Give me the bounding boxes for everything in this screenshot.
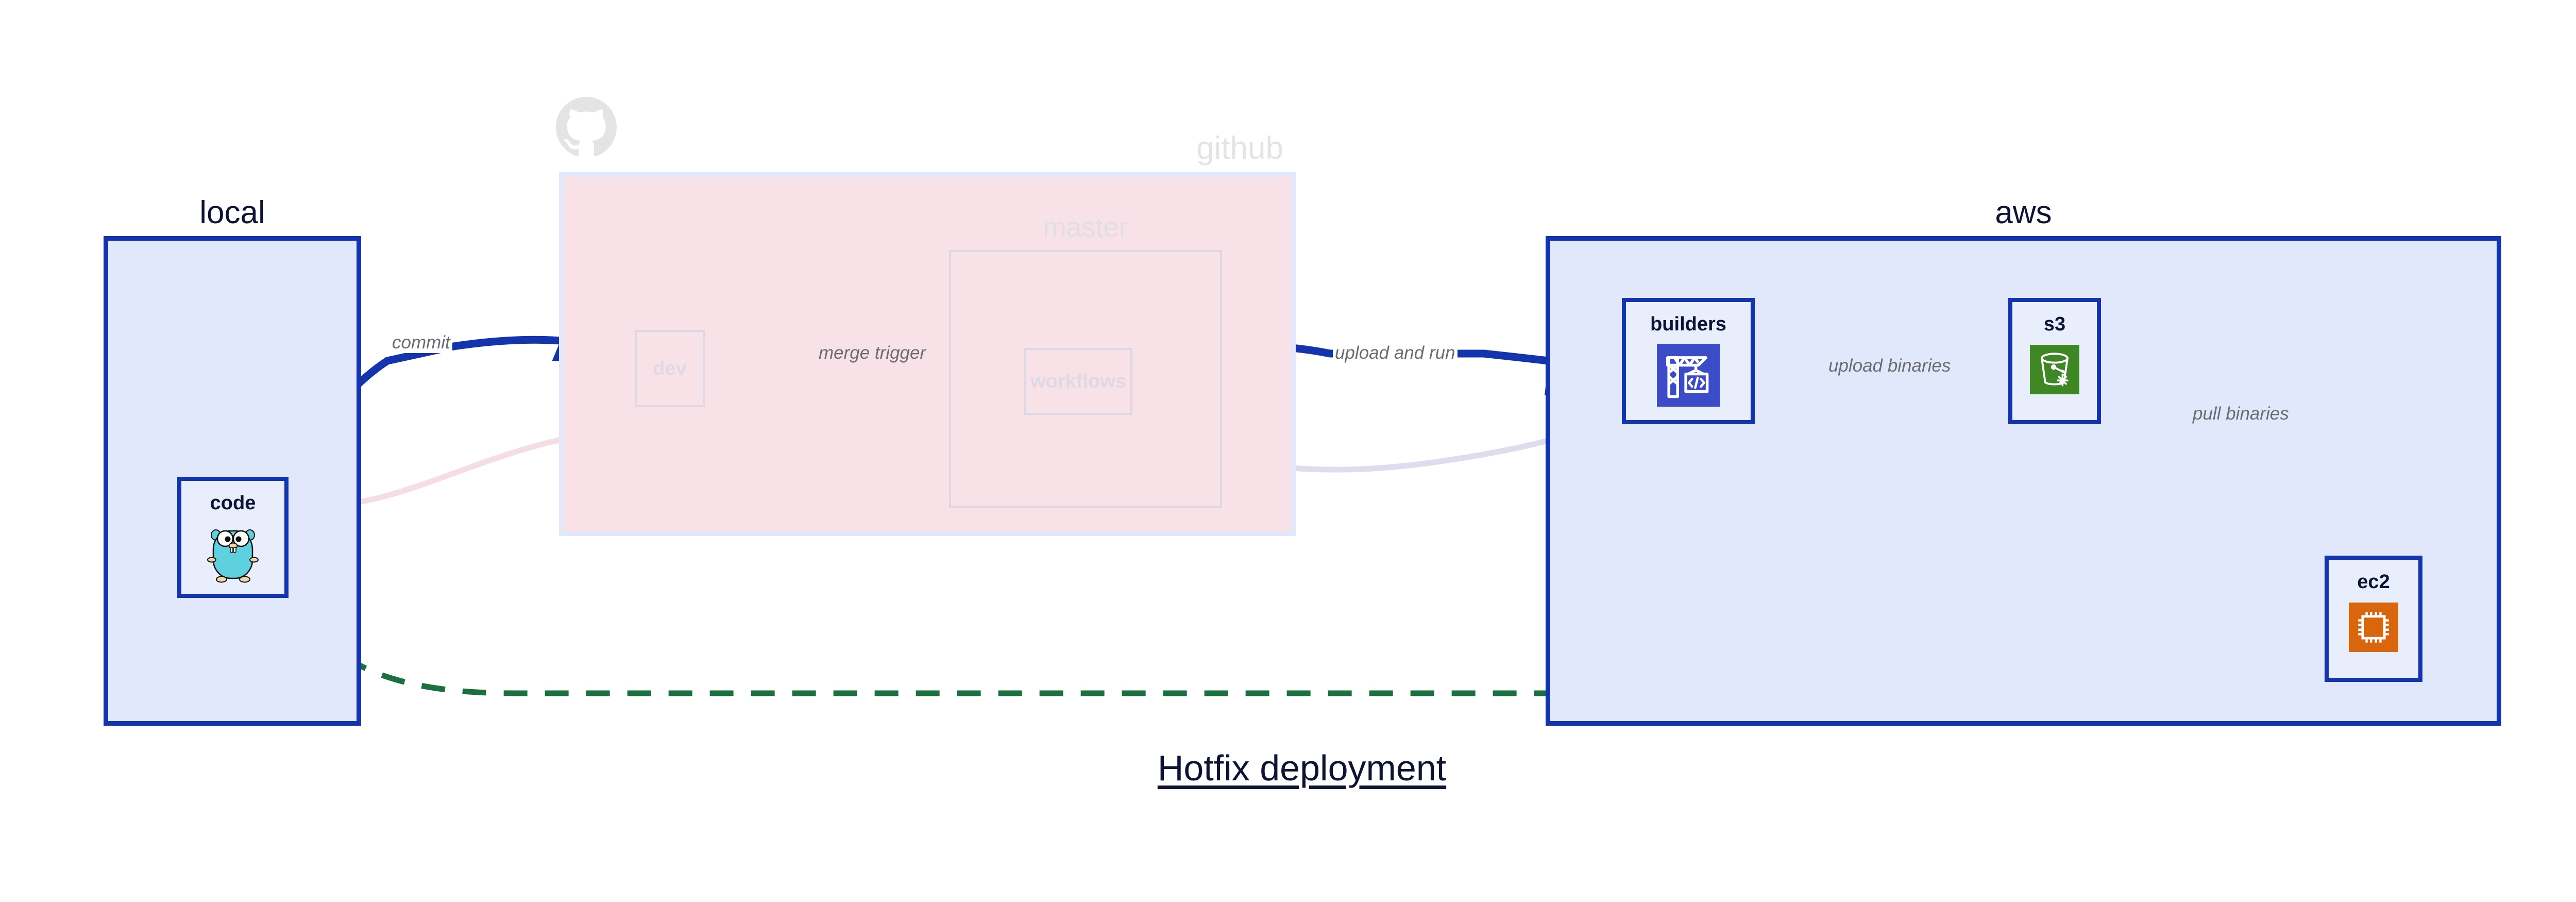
node-s3[interactable]: s3 bbox=[2008, 298, 2101, 424]
edge-label-commit: commit bbox=[390, 332, 452, 353]
node-ec2[interactable]: ec2 bbox=[2325, 556, 2422, 682]
edge-label-upload-binaries: upload binaries bbox=[1826, 356, 1953, 376]
node-ec2-label: ec2 bbox=[2357, 571, 2390, 593]
edge-label-upload-and-run: upload and run bbox=[1333, 343, 1458, 363]
group-local-label: local bbox=[199, 195, 265, 230]
node-builders-label: builders bbox=[1650, 313, 1726, 335]
node-builders[interactable]: builders bbox=[1622, 298, 1755, 424]
go-gopher-icon bbox=[205, 522, 261, 586]
node-dev[interactable]: dev bbox=[635, 330, 705, 407]
group-aws-label: aws bbox=[1995, 195, 2052, 230]
s3-bucket-icon bbox=[2030, 345, 2079, 394]
crane-code-icon bbox=[1657, 344, 1720, 407]
node-s3-label: s3 bbox=[2043, 313, 2066, 335]
cpu-chip-icon bbox=[2349, 603, 2398, 652]
edge-label-merge-trigger: merge trigger bbox=[817, 343, 928, 363]
group-github-label: github bbox=[1196, 130, 1283, 166]
group-master bbox=[949, 250, 1222, 508]
node-code[interactable]: code bbox=[177, 477, 289, 598]
edge-label-pull-binaries: pull binaries bbox=[2191, 404, 2291, 424]
diagram-title: Hotfix deployment bbox=[1157, 748, 1447, 788]
node-dev-label: dev bbox=[653, 357, 687, 379]
node-code-label: code bbox=[210, 492, 256, 514]
node-workflows[interactable]: workflows bbox=[1024, 348, 1132, 415]
github-octocat-icon bbox=[556, 97, 617, 157]
node-workflows-label: workflows bbox=[1030, 370, 1126, 392]
group-master-label: master bbox=[1043, 212, 1128, 243]
